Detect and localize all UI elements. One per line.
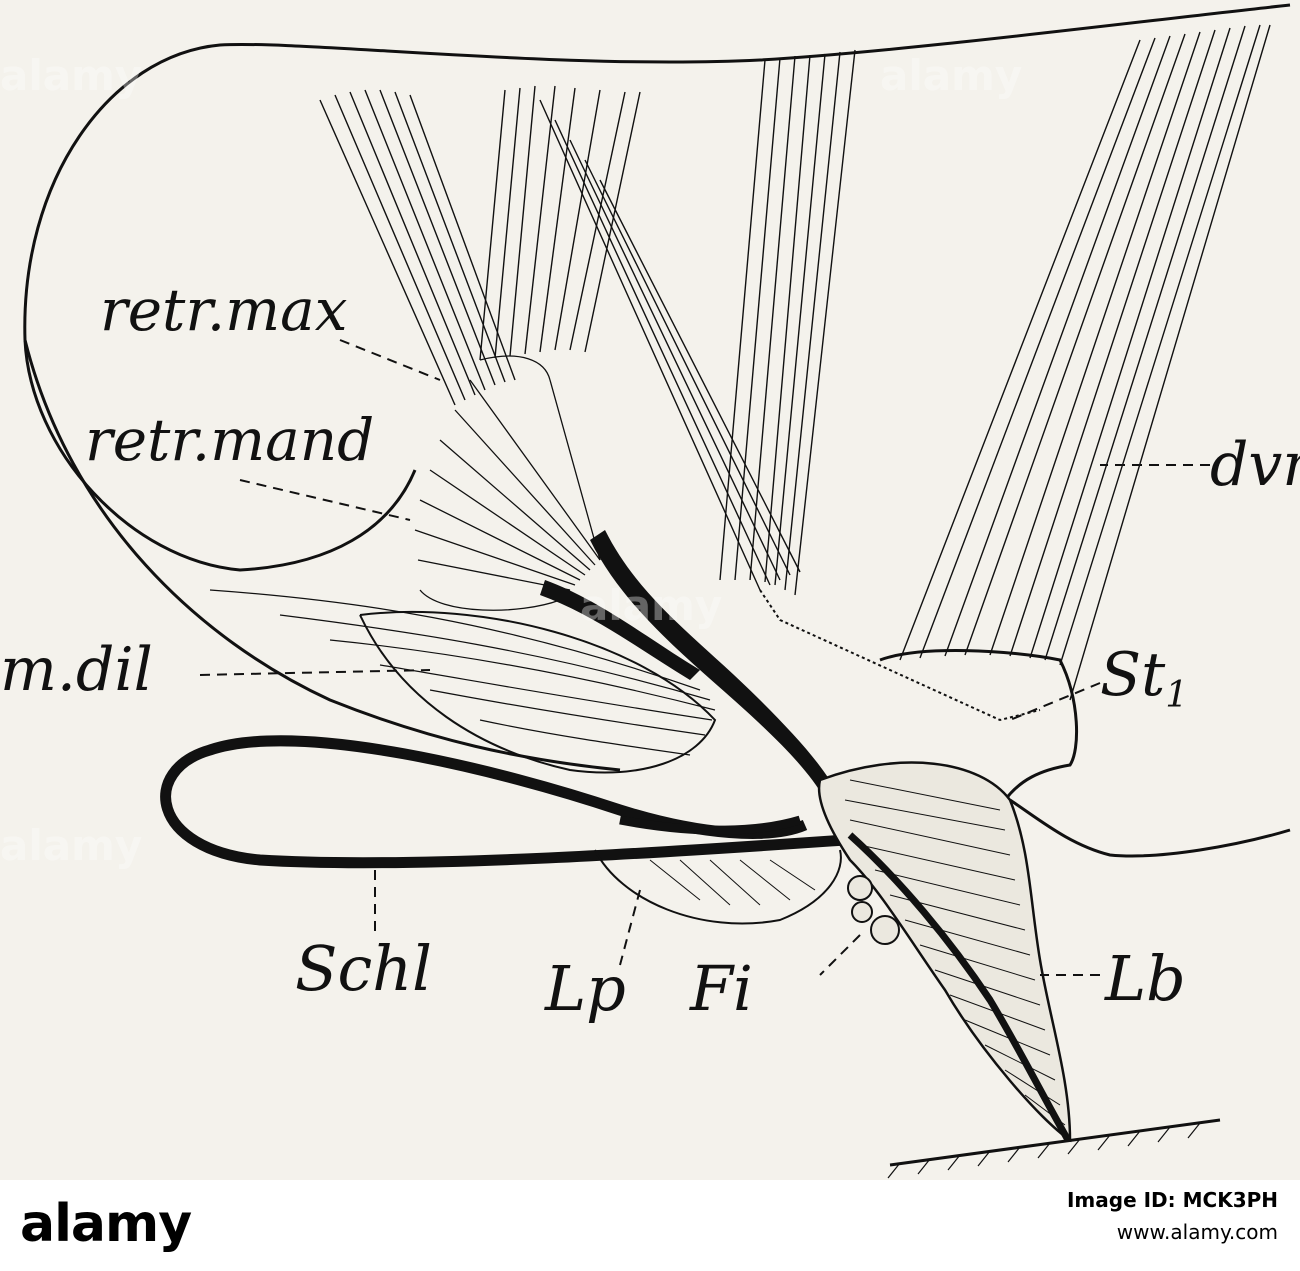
watermark-left: alamy: [0, 51, 142, 100]
label-schl: Schl: [295, 932, 432, 1005]
thorax-lower-outline: [1009, 798, 1291, 858]
label-lb: Lb: [1104, 942, 1186, 1015]
muscle-diagonal: [539, 99, 801, 591]
label-dvm: dvm: [1210, 430, 1300, 500]
stylet-bundle-upper: [540, 580, 700, 680]
image-id: Image ID: MCK3PH: [1066, 1188, 1278, 1212]
labial-palp-hatch: [649, 859, 816, 906]
stock-footer: alamy Image ID: MCK3PH www.alamy.com: [0, 1180, 1300, 1271]
substrate-hatch: [887, 1122, 1201, 1179]
label-retr-max: retr.max: [100, 276, 347, 344]
muscle-retr-max: [319, 89, 516, 406]
anatomical-illustration: retr.max retr.mand dvm m.dil St1 Schl Lp…: [0, 0, 1300, 1180]
site-url[interactable]: www.alamy.com: [1116, 1220, 1278, 1244]
st1-sclerite: [759, 589, 1041, 722]
mandible-fan: [414, 355, 601, 611]
label-st1: St1: [1100, 640, 1188, 716]
label-m-dil: m.dil: [0, 635, 153, 705]
labium: [817, 761, 1072, 1143]
label-st1-base: St: [1100, 640, 1166, 710]
labial-palp: [594, 849, 842, 925]
watermark-bottom-left: alamy: [0, 821, 142, 870]
fi-structure: [847, 875, 900, 945]
watermark-center: alamy: [880, 51, 1022, 100]
stylet-in-labium: [847, 832, 1072, 1142]
substrate-line: [889, 1118, 1221, 1167]
muscle-vertical-mid: [719, 49, 856, 596]
stylet-bundle: [590, 530, 850, 832]
brand-logo: alamy: [20, 1194, 192, 1254]
watermark-mid: alamy: [580, 581, 722, 630]
leader-lines: [199, 339, 1210, 976]
muscle-dvm: [899, 24, 1271, 701]
muscle-retr-mand: [479, 85, 641, 361]
stylet-loop: [160, 735, 846, 869]
label-fi: Fi: [689, 952, 753, 1025]
label-lp: Lp: [544, 952, 626, 1025]
muscle-m-dil: [209, 589, 716, 756]
muscle-m-dil-outline: [359, 610, 717, 774]
label-retr-mand: retr.mand: [85, 406, 374, 474]
label-st1-subscript: 1: [1165, 675, 1188, 716]
stylet-loop-inner: [619, 815, 802, 835]
body-outline: [23, 3, 1291, 341]
head-lower-outline: [23, 339, 621, 772]
footer-info: Image ID: MCK3PH www.alamy.com: [1067, 1188, 1278, 1244]
head-capsule-outline: [23, 339, 417, 572]
